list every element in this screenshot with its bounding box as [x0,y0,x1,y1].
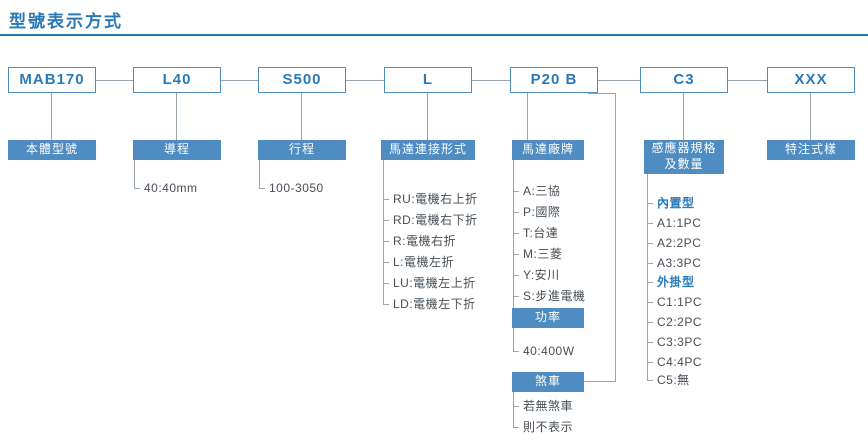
list-item: P:國際 [513,203,560,221]
label-sensor-text-line2: 及數量 [664,157,704,171]
list-item: 若無煞車 [513,397,573,415]
label-motor-brand: 馬達廠牌 [512,140,584,160]
list-item: LD:電機左下折 [383,295,476,313]
connector-line [96,80,133,81]
list-spine-sensor [647,174,648,381]
list-item: RU:電機右上折 [383,190,478,208]
list-item: 內置型 [647,194,695,212]
list-item: C5:無 [647,371,690,389]
list-item: 40:400W [513,342,575,360]
list-item: 外掛型 [647,273,695,291]
list-spine-motor-brand [513,160,514,308]
label-brake: 煞車 [512,372,584,392]
connector-line [51,93,52,140]
title-underline [0,34,868,36]
list-spine-power [513,328,514,351]
connector-line [427,93,428,140]
connector-line [221,80,258,81]
connector-line [728,80,767,81]
list-item: M:三菱 [513,245,562,263]
label-lead-text: 導程 [163,142,190,157]
label-stroke: 行程 [258,140,346,160]
code-box-motor-brand: P20 B [510,67,598,93]
code-box-lead: L40 [133,67,221,93]
list-spine-motor-connection [383,160,384,304]
label-sensor: 感應器規格 及數量 [644,140,724,174]
connector-line [810,93,811,140]
label-motor-brand-text: 馬達廠牌 [521,142,574,157]
list-item: 40:40mm [134,179,198,197]
label-body: 本體型號 [8,140,96,160]
list-item: S:步進電機 [513,287,585,305]
list-item: A2:2PC [647,234,701,252]
connector-line [588,93,616,94]
list-item: 則不表示 [513,418,573,436]
label-stroke-text: 行程 [288,142,315,157]
list-item: C3:3PC [647,333,702,351]
label-sensor-text-line1: 感應器規格 [651,141,717,156]
connector-line [346,80,384,81]
label-brake-text: 煞車 [534,374,561,389]
list-spine-brake [513,392,514,427]
code-box-sensor: C3 [640,67,728,93]
connector-line [584,381,616,382]
code-box-stroke: S500 [258,67,346,93]
list-item: Y:安川 [513,266,560,284]
code-box-motor-connection: L [384,67,472,93]
list-item: R:電機右折 [383,232,456,250]
code-box-special: XXX [767,67,855,93]
connector-line [176,93,177,140]
list-item: 100-3050 [259,179,324,197]
label-power: 功率 [512,308,584,328]
connector-line [683,93,684,140]
list-spine-stroke [259,160,260,188]
list-item: RD:電機右下折 [383,211,478,229]
connector-line [527,93,528,140]
connector-line [301,93,302,140]
list-item: A:三協 [513,182,560,200]
label-motor-connection-text: 馬達連接形式 [388,142,467,157]
list-item: LU:電機左上折 [383,274,476,292]
list-item: A3:3PC [647,254,701,272]
page-title: 型號表示方式 [9,12,123,31]
list-item: T:台達 [513,224,558,242]
list-item: L:電機左折 [383,253,454,271]
list-item: C4:4PC [647,353,702,371]
list-spine-lead [134,160,135,188]
label-special-text: 特注式樣 [784,142,837,157]
label-lead: 導程 [133,140,221,160]
connector-line [615,93,616,382]
connector-line [472,80,510,81]
list-item: A1:1PC [647,214,701,232]
label-motor-connection: 馬達連接形式 [381,140,475,160]
label-power-text: 功率 [534,310,561,325]
connector-line [598,80,640,81]
code-box-body: MAB170 [8,67,96,93]
label-special: 特注式樣 [767,140,855,160]
list-item: C1:1PC [647,293,702,311]
label-body-text: 本體型號 [25,142,78,157]
list-item: C2:2PC [647,313,702,331]
